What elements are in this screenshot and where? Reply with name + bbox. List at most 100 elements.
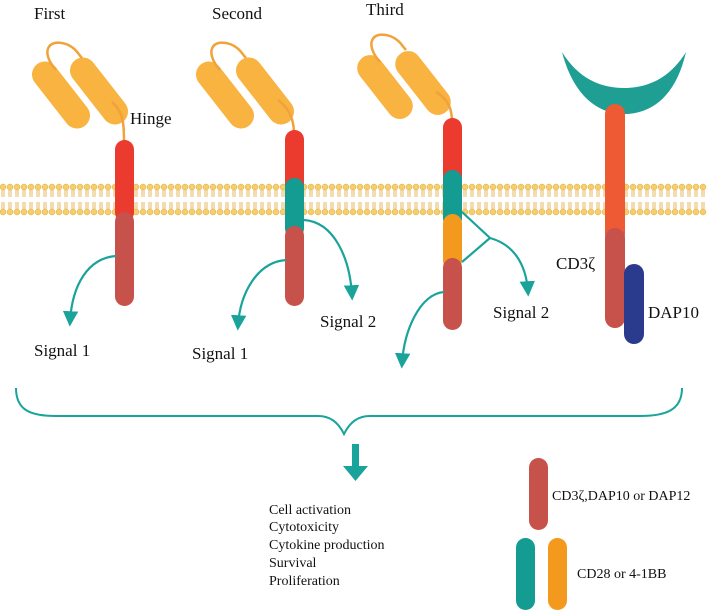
lipid-head <box>391 208 399 216</box>
lipid-tail <box>379 190 383 197</box>
lipid-head <box>468 208 476 216</box>
lipid-head <box>174 183 182 191</box>
lipid-tail <box>64 190 68 197</box>
lipid-tail <box>561 202 565 209</box>
lipid-head <box>307 183 315 191</box>
lipid-tail <box>428 202 432 209</box>
lipid-tail <box>330 190 334 197</box>
lipid-tail <box>141 190 145 197</box>
lipid-tail <box>477 202 481 209</box>
lipid-tail <box>659 190 663 197</box>
lipid-head <box>678 208 686 216</box>
lipid-tail <box>379 202 383 209</box>
lipid-head <box>517 183 525 191</box>
first-generation-title: First <box>34 4 65 23</box>
lipid-head <box>587 183 595 191</box>
lipid-head <box>538 208 546 216</box>
first-signal1-arrow <box>62 254 117 327</box>
lipid-head <box>251 183 259 191</box>
lipid-tail <box>36 202 40 209</box>
lipid-head <box>328 183 336 191</box>
lipid-tail <box>85 202 89 209</box>
lipid-head <box>258 183 266 191</box>
lipid-tail <box>400 190 404 197</box>
lipid-tail <box>190 202 194 209</box>
lipid-head <box>20 208 28 216</box>
lipid-tail <box>351 190 355 197</box>
lipid-tail <box>484 202 488 209</box>
lipid-head <box>482 208 490 216</box>
lipid-head <box>657 208 665 216</box>
lipid-tail <box>435 190 439 197</box>
lipid-tail <box>498 202 502 209</box>
lipid-tail <box>8 202 12 209</box>
lipid-tail <box>78 202 82 209</box>
lipid-tail <box>477 190 481 197</box>
first-scfv-light <box>69 57 129 125</box>
lipid-head <box>244 183 252 191</box>
lipid-tail <box>274 190 278 197</box>
lipid-tail <box>435 202 439 209</box>
lipid-head <box>405 208 413 216</box>
lipid-tail <box>568 190 572 197</box>
lipid-tail <box>190 190 194 197</box>
lipid-tail <box>680 202 684 209</box>
legend-signal-domain-swatch <box>529 458 548 530</box>
lipid-head <box>181 208 189 216</box>
lipid-head <box>139 183 147 191</box>
lipid-head <box>496 208 504 216</box>
lipid-head <box>419 183 427 191</box>
lipid-tail <box>50 202 54 209</box>
outcome-item: Cytotoxicity <box>269 520 339 535</box>
lipid-tail <box>148 202 152 209</box>
lipid-tail <box>547 202 551 209</box>
lipid-head <box>41 183 49 191</box>
lipid-tail <box>57 202 61 209</box>
lipid-tail <box>344 202 348 209</box>
lipid-head <box>195 208 203 216</box>
third-scfv-light <box>395 51 451 115</box>
second-scfv-light <box>235 57 295 125</box>
lipid-tail <box>589 190 593 197</box>
lipid-head <box>69 183 77 191</box>
lipid-head <box>398 208 406 216</box>
lipid-head <box>524 208 532 216</box>
lipid-head <box>76 183 84 191</box>
lipid-head <box>230 208 238 216</box>
lipid-head <box>629 208 637 216</box>
lipid-head <box>146 208 154 216</box>
third-signal1-arrow <box>394 290 445 369</box>
lipid-head <box>272 208 280 216</box>
lipid-head <box>104 183 112 191</box>
lipid-tail <box>526 190 530 197</box>
lipid-head <box>76 208 84 216</box>
third-signal2-arrow <box>489 236 535 297</box>
legend-costim-label: CD28 or 4-1BB <box>577 567 666 582</box>
lipid-tail <box>540 190 544 197</box>
lipid-head <box>363 183 371 191</box>
lipid-head <box>559 208 567 216</box>
lipid-tail <box>666 190 670 197</box>
lipid-tail <box>470 190 474 197</box>
lipid-tail <box>267 190 271 197</box>
lipid-head <box>566 183 574 191</box>
lipid-tail <box>624 190 628 197</box>
lipid-head <box>342 183 350 191</box>
lipid-head <box>0 183 7 191</box>
lipid-tail <box>673 202 677 209</box>
lipid-head <box>412 183 420 191</box>
lipid-head <box>6 183 14 191</box>
lipid-head <box>363 208 371 216</box>
lipid-head <box>538 183 546 191</box>
lipid-head <box>34 183 42 191</box>
lipid-head <box>699 208 707 216</box>
lipid-tail <box>64 202 68 209</box>
lipid-tail <box>22 190 26 197</box>
lipid-tail <box>512 202 516 209</box>
lipid-head <box>209 208 217 216</box>
lipid-tail <box>575 202 579 209</box>
lipid-tail <box>29 202 33 209</box>
lipid-tail <box>211 190 215 197</box>
lipid-tail <box>638 202 642 209</box>
